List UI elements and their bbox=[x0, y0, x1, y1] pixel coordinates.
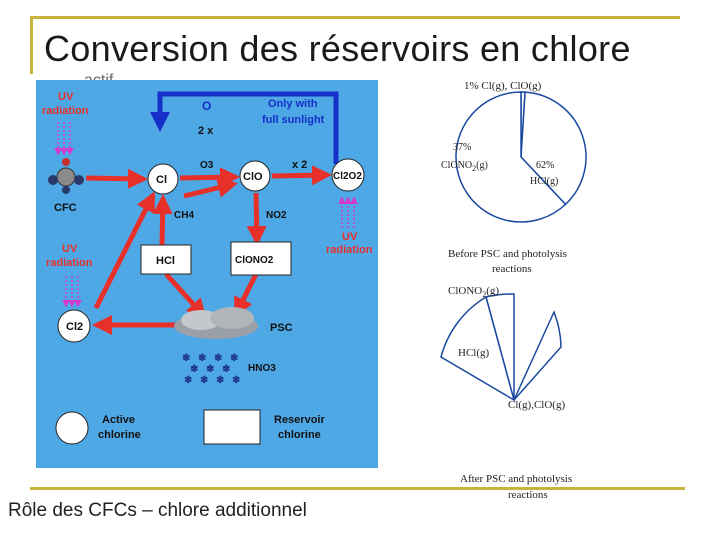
pie2-label-clono2: ClONO2(g) bbox=[448, 285, 499, 299]
pie1-label-clclo: 1% Cl(g), ClO(g) bbox=[464, 80, 542, 92]
ch4-label: CH4 bbox=[174, 210, 194, 221]
pie-before: 1% Cl(g), ClO(g) 37% ClONO2(g) 62% HCl(g… bbox=[441, 80, 587, 275]
hcl-box bbox=[140, 244, 192, 275]
legend-reservoir-line1: Reservoir bbox=[274, 414, 325, 426]
svg-text:❄: ❄ bbox=[190, 364, 198, 375]
pie1-slice-clono2 bbox=[520, 91, 587, 206]
cfc-label: CFC bbox=[54, 202, 77, 214]
pie2-caption-1: After PSC and photolysis bbox=[460, 473, 572, 485]
pie1-label-hcl-pct: 62% bbox=[536, 160, 554, 171]
cfc-molecule-icon bbox=[48, 158, 84, 194]
frame-left-rule bbox=[30, 16, 33, 74]
legend-active-line2: chlorine bbox=[98, 429, 141, 441]
pie2-label-hcl: HCl(g) bbox=[458, 347, 490, 359]
legend-reservoir-swatch bbox=[203, 409, 261, 445]
only-with-label: Only with bbox=[268, 98, 318, 110]
psc-cloud-icon bbox=[174, 307, 258, 339]
pie1-caption-1: Before PSC and photolysis bbox=[448, 248, 567, 260]
legend-active-swatch bbox=[55, 411, 89, 445]
cl-label: Cl bbox=[156, 174, 167, 186]
uv-label-3: UV bbox=[62, 243, 78, 255]
chlorine-partition-pies: 1% Cl(g), ClO(g) 37% ClONO2(g) 62% HCl(g… bbox=[440, 80, 587, 501]
psc-label: PSC bbox=[270, 322, 293, 334]
clono2-box bbox=[230, 241, 292, 276]
slide-title: Conversion des réservoirs en chlore bbox=[44, 28, 631, 69]
radiation-label-1: radiation bbox=[42, 105, 89, 117]
frame-bottom-rule bbox=[30, 487, 685, 490]
pie2-label-clclo: Cl(g),ClO(g) bbox=[508, 399, 565, 411]
radiation-label-2: radiation bbox=[326, 244, 373, 256]
no2-label: NO2 bbox=[266, 210, 287, 221]
x-two-label: x 2 bbox=[292, 159, 307, 171]
pie1-label-hcl: HCl(g) bbox=[530, 176, 558, 187]
svg-text:❄: ❄ bbox=[182, 353, 190, 364]
legend-active-line1: Active bbox=[102, 414, 135, 426]
cl2-node bbox=[57, 309, 91, 343]
uv-arrows-3 bbox=[62, 276, 82, 308]
legend-reservoir-line2: chlorine bbox=[278, 429, 321, 441]
svg-text:❄: ❄ bbox=[206, 364, 214, 375]
clono2-label: ClONO2 bbox=[235, 255, 274, 266]
svg-text:❄: ❄ bbox=[232, 375, 240, 386]
svg-text:❄: ❄ bbox=[216, 375, 224, 386]
cl2o2-label: Cl2O2 bbox=[333, 171, 362, 182]
svg-text:❄: ❄ bbox=[230, 353, 238, 364]
hno3-label: HNO3 bbox=[248, 363, 276, 374]
hcl-label: HCl bbox=[156, 255, 175, 267]
oxygen-loop-arrow bbox=[150, 91, 339, 164]
chlorine-cycle-diagram: UV radiation CFC O Only with full sunlig… bbox=[36, 80, 378, 468]
diagram-background bbox=[36, 80, 378, 468]
cl2o2-node bbox=[331, 158, 365, 192]
pie-after: ClONO2(g) HCl(g) Cl(g),ClO(g) After PSC … bbox=[440, 285, 572, 501]
pie1-caption-2: reactions bbox=[492, 263, 532, 275]
reaction-arrows bbox=[85, 165, 332, 335]
svg-text:❄: ❄ bbox=[198, 353, 206, 364]
svg-text:❄: ❄ bbox=[214, 353, 222, 364]
uv-arrows-1 bbox=[54, 122, 74, 156]
hno3-particles-icon: ❄❄❄❄ ❄❄❄ ❄❄❄❄ bbox=[182, 353, 240, 386]
clo-node bbox=[239, 160, 271, 192]
pie1-label-clono2-pct: 37% bbox=[453, 142, 471, 153]
cl-node bbox=[147, 163, 179, 195]
uv-label-2: UV bbox=[342, 231, 358, 243]
cl2-label: Cl2 bbox=[66, 321, 83, 333]
o3-label: O3 bbox=[200, 160, 214, 171]
pie2-slice-clclo bbox=[513, 310, 562, 401]
svg-text:❄: ❄ bbox=[200, 375, 208, 386]
radiation-label-3: radiation bbox=[46, 257, 93, 269]
pie2-caption-2: reactions bbox=[508, 489, 548, 501]
uv-label-1: UV bbox=[58, 91, 74, 103]
pie1-label-clono2: ClONO2(g) bbox=[441, 160, 488, 173]
pie2-slice-hcl bbox=[440, 295, 516, 402]
svg-text:❄: ❄ bbox=[184, 375, 192, 386]
svg-text:❄: ❄ bbox=[222, 364, 230, 375]
frame-top-rule bbox=[30, 16, 680, 19]
o-label: O bbox=[202, 99, 211, 113]
full-sunlight-label: full sunlight bbox=[262, 114, 325, 126]
clo-label: ClO bbox=[243, 171, 263, 183]
slide-footer: Rôle des CFCs – chlore additionnel bbox=[8, 500, 307, 521]
uv-arrows-2 bbox=[338, 196, 358, 228]
pie1-slice-hcl bbox=[455, 91, 567, 223]
two-x-label: 2 x bbox=[198, 125, 214, 137]
